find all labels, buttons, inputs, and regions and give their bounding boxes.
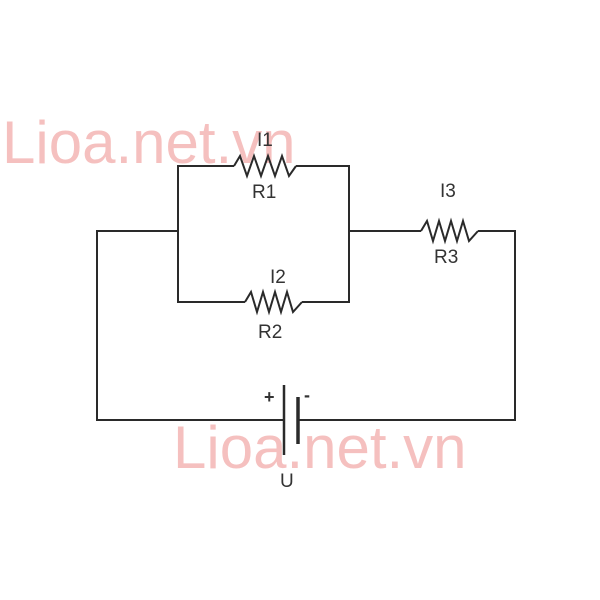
resistor-r3 xyxy=(420,217,479,245)
wire-left-loop xyxy=(96,230,284,421)
battery-minus-sign: - xyxy=(304,385,310,405)
label-r1: R1 xyxy=(252,182,276,203)
label-i3: I3 xyxy=(440,181,456,202)
label-i2: I2 xyxy=(270,267,286,288)
wire-r2-branch xyxy=(177,231,350,303)
watermark-bottom: Lioa.net.vn xyxy=(173,414,467,481)
resistor-r1 xyxy=(233,152,297,180)
watermark-top: Lioa.net.vn xyxy=(2,109,296,176)
label-u: U xyxy=(280,471,294,492)
label-i1: I1 xyxy=(257,130,273,151)
label-r2: R2 xyxy=(258,322,282,343)
resistor-r2 xyxy=(244,288,303,316)
label-r3: R3 xyxy=(434,247,458,268)
battery-plus-sign: + xyxy=(264,387,275,407)
wire-r1-branch xyxy=(177,165,350,231)
wire-right-loop xyxy=(298,230,516,421)
